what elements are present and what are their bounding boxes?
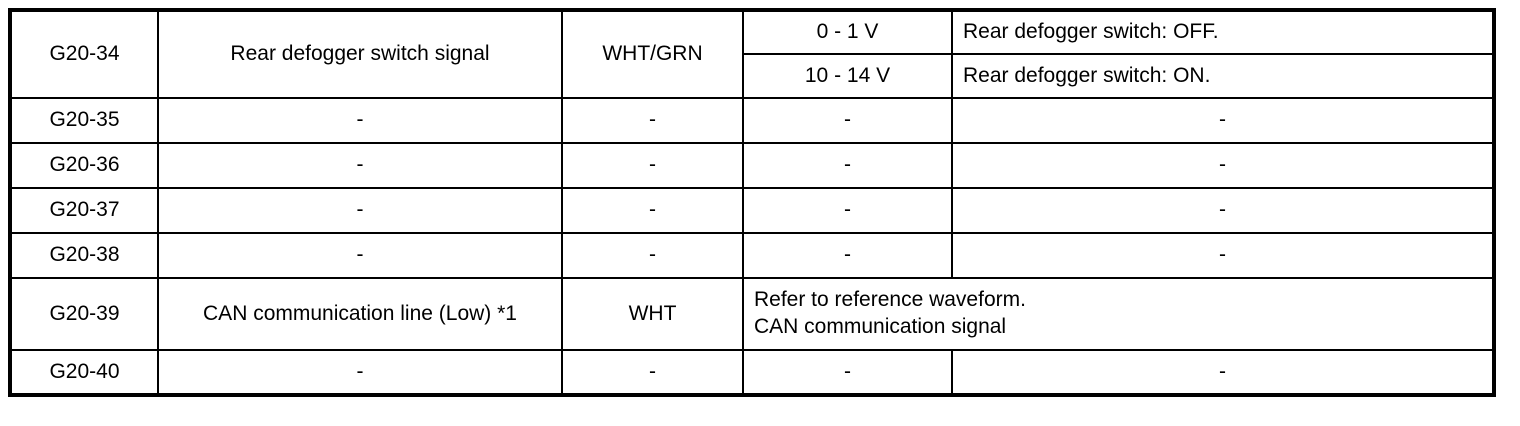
wire-color-cell: - — [561, 142, 744, 189]
description-cell: - — [157, 187, 563, 234]
description-cell: CAN communication line (Low) *1 — [157, 277, 563, 351]
voltage-cell: - — [742, 187, 953, 234]
condition-cell: - — [951, 142, 1495, 189]
terminal-id-cell: G20-40 — [9, 349, 159, 396]
terminal-id-cell: G20-34 — [9, 9, 159, 99]
table-row: G20-36 - - - - — [9, 142, 1495, 189]
voltage-cell: 0 - 1 V — [742, 9, 953, 55]
table-row: G20-34 Rear defogger switch signal WHT/G… — [9, 9, 1495, 99]
condition-cell: Rear defogger switch: ON. — [951, 53, 1495, 99]
condition-cell: - — [951, 349, 1495, 396]
terminal-id-cell: G20-35 — [9, 97, 159, 144]
voltage-cell: - — [742, 349, 953, 396]
reference-waveform-note-cell: Refer to reference waveform. CAN communi… — [742, 277, 1495, 351]
table-row: G20-35 - - - - — [9, 97, 1495, 144]
condition-cell: - — [951, 232, 1495, 279]
terminal-id-cell: G20-38 — [9, 232, 159, 279]
table-row: G20-39 CAN communication line (Low) *1 W… — [9, 277, 1495, 351]
table-body: G20-34 Rear defogger switch signal WHT/G… — [9, 9, 1495, 396]
wire-color-cell: - — [561, 349, 744, 396]
condition-cell: - — [951, 97, 1495, 144]
terminal-id-cell: G20-37 — [9, 187, 159, 234]
wire-color-cell: - — [561, 97, 744, 144]
table-row: G20-38 - - - - — [9, 232, 1495, 279]
table-row: G20-37 - - - - — [9, 187, 1495, 234]
wire-color-cell: WHT — [561, 277, 744, 351]
table-row: 10 - 14 V Rear defogger switch: ON. — [10, 53, 1495, 99]
condition-cell: - — [951, 187, 1495, 234]
voltage-cell: - — [742, 142, 953, 189]
voltage-cell: - — [742, 97, 953, 144]
terminal-specification-table: G20-34 Rear defogger switch signal WHT/G… — [8, 8, 1496, 397]
wire-color-cell: - — [561, 187, 744, 234]
terminal-id-cell: G20-36 — [9, 142, 159, 189]
description-cell: - — [157, 97, 563, 144]
table-row: G20-40 - - - - — [9, 349, 1495, 396]
wire-color-cell: - — [561, 232, 744, 279]
description-cell: - — [157, 232, 563, 279]
condition-cell: Rear defogger switch: OFF. — [951, 9, 1495, 55]
description-cell: - — [157, 142, 563, 189]
description-cell: Rear defogger switch signal — [157, 9, 563, 99]
voltage-cell: 10 - 14 V — [742, 53, 953, 99]
wire-color-cell: WHT/GRN — [561, 9, 744, 99]
description-cell: - — [157, 349, 563, 396]
voltage-cell: - — [742, 232, 953, 279]
terminal-id-cell: G20-39 — [9, 277, 159, 351]
